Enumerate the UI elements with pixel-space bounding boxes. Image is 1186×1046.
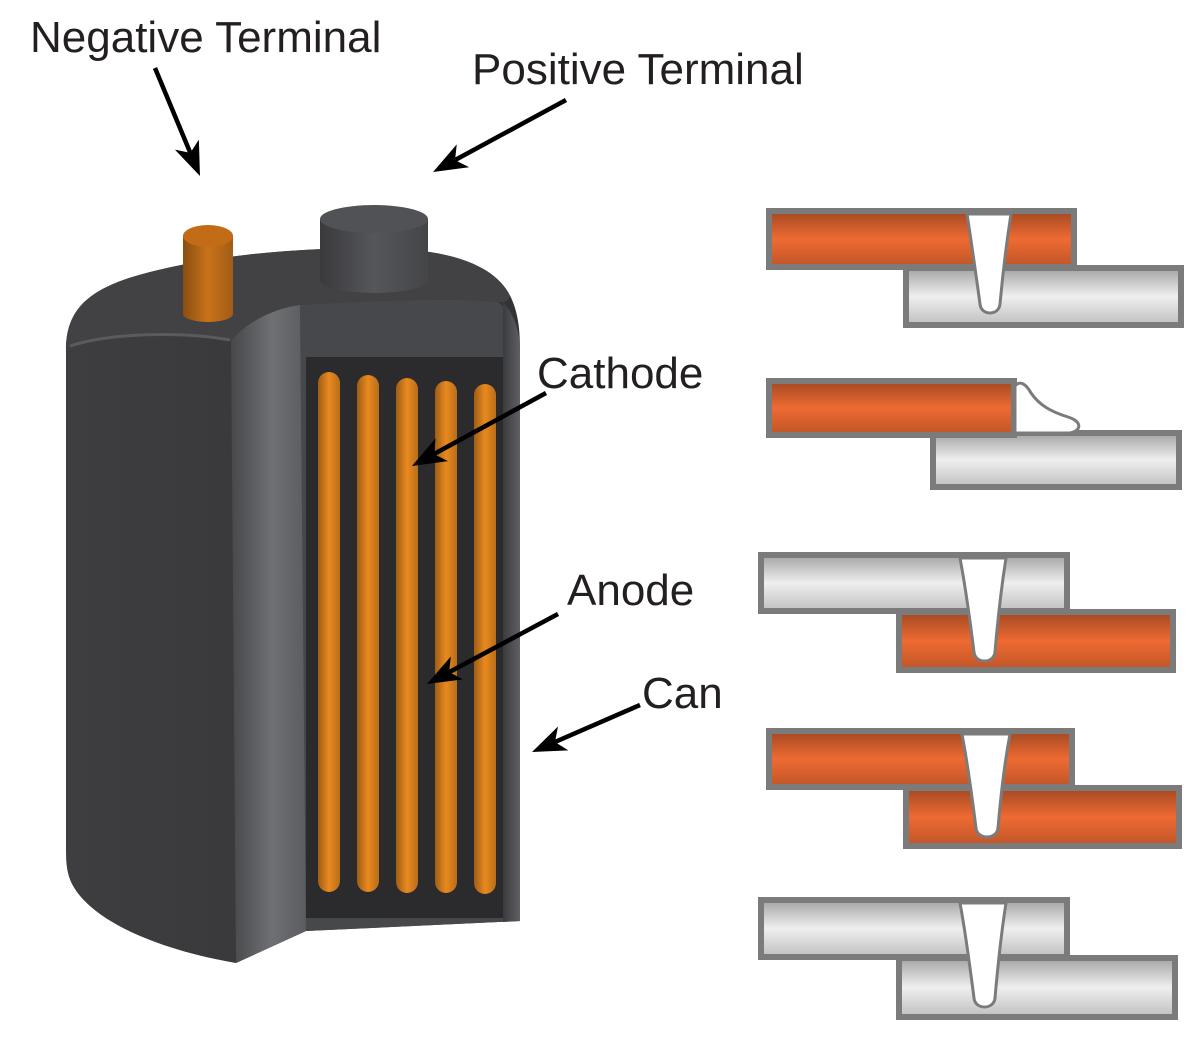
bottom-plate: [903, 265, 1184, 328]
bottom-plate: [903, 785, 1182, 849]
top-plate: [766, 728, 1075, 790]
electrode-rod-1: [318, 372, 340, 892]
electrode-rod-2: [357, 375, 379, 892]
can-label: Can: [642, 669, 723, 718]
negative-terminal-body: [183, 236, 233, 322]
electrode-rods: [318, 372, 496, 894]
can-rim-highlight: [69, 332, 231, 348]
bottom-plate: [930, 430, 1182, 490]
positive-terminal-cap: [320, 205, 428, 233]
anode-arrow: [426, 612, 560, 684]
can-arrow: [532, 702, 641, 752]
battery-cell: [66, 205, 520, 963]
positive-terminal-post: [320, 205, 428, 293]
electrode-rod-3: [396, 378, 418, 893]
top-plate: [766, 378, 1017, 438]
positive-terminal-arrow: [433, 98, 568, 172]
weld-bead: [1013, 381, 1081, 435]
weld-bead: [958, 556, 1008, 663]
weld-bead: [960, 732, 1012, 839]
top-plate: [758, 552, 1070, 614]
weld-joint-2: [766, 378, 1182, 490]
top-plate: [766, 208, 1077, 270]
weld-joint-diagrams: [758, 208, 1184, 1020]
bottom-plate: [896, 955, 1178, 1020]
bottom-plate: [896, 609, 1176, 673]
labels: Negative Terminal Positive Terminal Cath…: [30, 13, 804, 718]
positive-terminal-label: Positive Terminal: [472, 45, 804, 94]
negative-terminal-arrow: [152, 67, 200, 177]
cathode-label: Cathode: [537, 349, 703, 398]
electrode-rod-4: [435, 381, 457, 893]
top-plate: [758, 897, 1070, 960]
negative-terminal-cap: [183, 225, 233, 247]
positive-terminal-body: [320, 219, 428, 293]
weld-joint-3: [758, 552, 1176, 673]
weld-bead: [958, 901, 1008, 1009]
callout-arrows: [152, 67, 641, 752]
weld-bead: [965, 212, 1013, 315]
can-right-wall: [503, 302, 520, 922]
weld-joint-4: [766, 728, 1182, 849]
cathode-arrow: [411, 391, 548, 467]
can-corner-edge: [231, 305, 306, 963]
electrode-rod-5: [474, 384, 496, 894]
negative-terminal-label: Negative Terminal: [30, 13, 381, 62]
weld-joint-1: [766, 208, 1184, 328]
anode-label: Anode: [567, 566, 694, 615]
weld-joint-5: [758, 897, 1178, 1020]
negative-terminal-post: [183, 225, 233, 322]
